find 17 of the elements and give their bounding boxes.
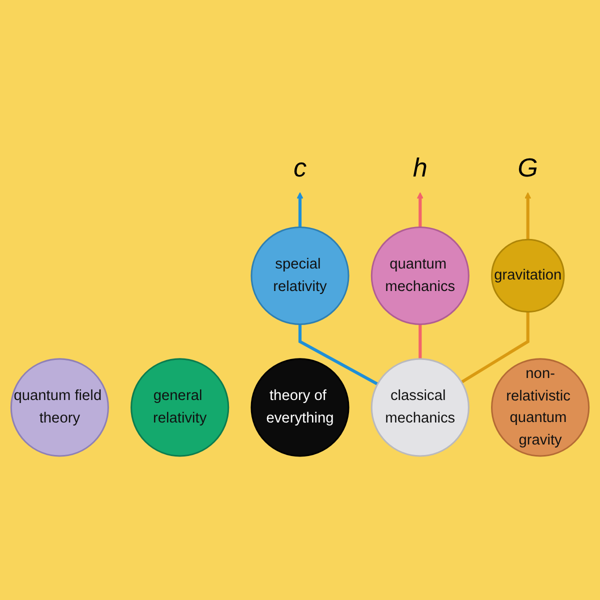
theory-sphere: theory of everything (250, 358, 350, 457)
theory-sphere: quantum field theory (10, 358, 109, 457)
axis-arrow (296, 192, 304, 228)
theory-sphere: general relativity (130, 358, 230, 457)
axis-line (460, 312, 530, 384)
constant-symbol: G (518, 153, 538, 183)
axis-line (418, 324, 422, 359)
axis-line (298, 324, 378, 386)
theory-sphere: special relativity (250, 226, 350, 326)
theory-sphere: gravitation (491, 238, 565, 313)
theory-sphere: quantum mechanics (370, 226, 470, 326)
theory-sphere: classical mechanics (370, 358, 470, 457)
axis-arrow (524, 192, 532, 240)
constant-symbol: h (412, 153, 428, 183)
theory-sphere: non-relativistic quantum gravity (491, 358, 590, 457)
constant-symbol: c (293, 153, 307, 183)
axis-arrow (416, 192, 424, 228)
